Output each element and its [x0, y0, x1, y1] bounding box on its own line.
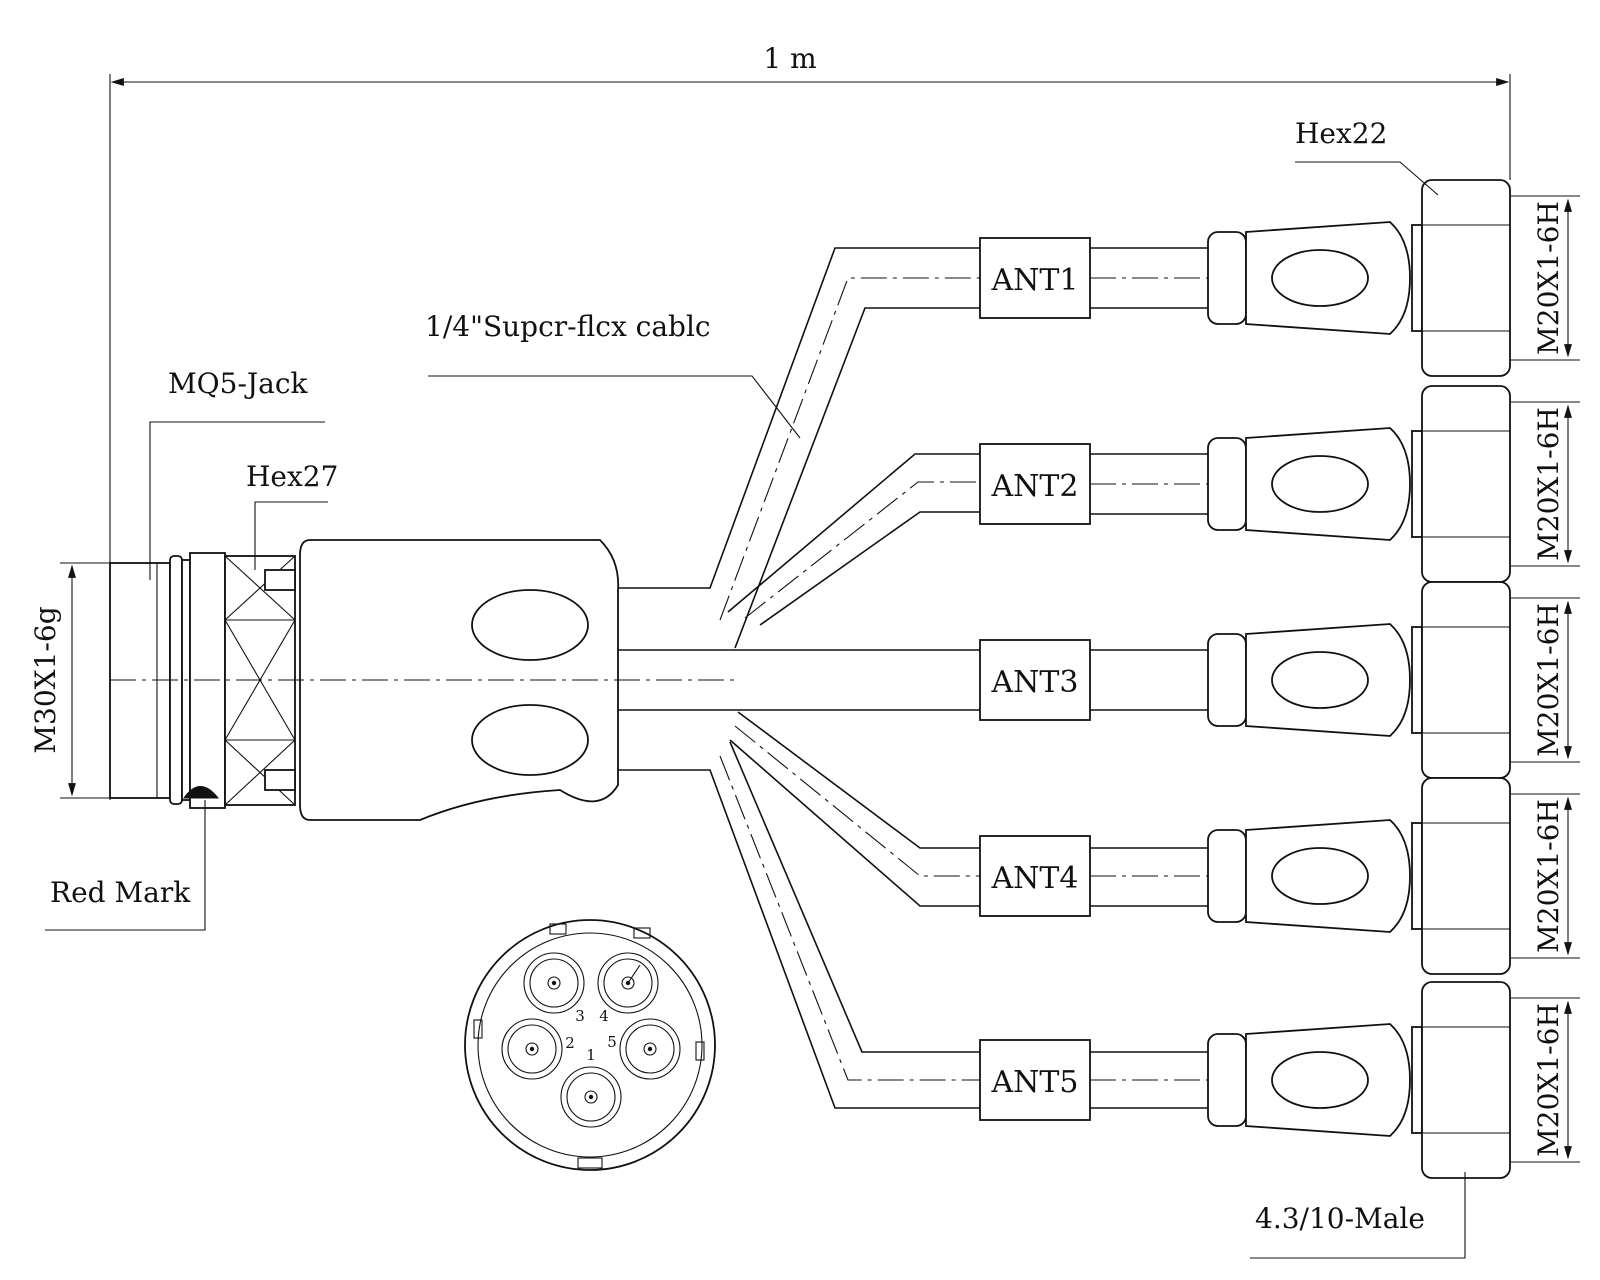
pin-number: 1 — [586, 1046, 596, 1064]
ant-label: ANT4 — [990, 861, 1078, 896]
thread-label: M20X1-6H — [1532, 407, 1565, 561]
callout-mq5-jack: MQ5-Jack — [149, 367, 325, 580]
length-label: 1 m — [763, 42, 816, 75]
branch-4: ANT4 M20X1-6H — [979, 777, 1580, 975]
callout-cable: 1/4"Supcr-flcx cablc — [425, 310, 801, 439]
ant-label: ANT2 — [990, 469, 1078, 504]
callout-hex27: Hex27 — [246, 460, 338, 570]
pin-contact — [619, 1018, 681, 1080]
callout-red-mark: Red Mark — [45, 800, 206, 931]
branch-2: ANT2 M20X1-6H — [979, 385, 1580, 583]
thread-label: M20X1-6H — [1532, 201, 1565, 355]
hex22-label: Hex22 — [1295, 117, 1387, 150]
callout-male-connector: 4.3/10-Male — [1250, 1172, 1466, 1259]
pin-contact — [560, 1066, 622, 1128]
branch-1: ANT1 M20X1-6H — [979, 179, 1580, 377]
thread-dimension-main: M30X1-6g — [29, 562, 120, 799]
cable-bundle — [618, 247, 980, 1109]
mq5-jack-connector — [109, 539, 740, 821]
pin-number: 5 — [607, 1033, 617, 1051]
pin-number: 4 — [599, 1007, 609, 1025]
thread-label: M20X1-6H — [1532, 603, 1565, 757]
pin-number: 2 — [565, 1034, 575, 1052]
branch-3: ANT3 M20X1-6H — [979, 581, 1580, 779]
branch-5: ANT5 M20X1-6H — [979, 981, 1580, 1179]
pin-contact — [501, 1018, 563, 1080]
pin-contact — [523, 952, 585, 1014]
ant-label: ANT3 — [990, 665, 1078, 700]
callout-hex22: Hex22 — [1295, 117, 1439, 196]
pin-number: 3 — [575, 1007, 585, 1025]
pin-contact — [597, 952, 659, 1014]
thread-main-label: M30X1-6g — [29, 606, 62, 753]
hex27-label: Hex27 — [246, 460, 338, 493]
male-connector-label: 4.3/10-Male — [1255, 1202, 1425, 1235]
ant-label: ANT1 — [990, 263, 1078, 298]
red-mark-indicator — [183, 786, 220, 799]
ant-label: ANT5 — [990, 1065, 1078, 1100]
connector-face-view: 1 2 3 4 5 — [464, 919, 716, 1171]
thread-label: M20X1-6H — [1532, 1003, 1565, 1157]
red-mark-label: Red Mark — [50, 876, 191, 909]
thread-label: M20X1-6H — [1532, 799, 1565, 953]
mq5-jack-label: MQ5-Jack — [168, 367, 309, 400]
cable-label: 1/4"Supcr-flcx cablc — [425, 310, 711, 343]
